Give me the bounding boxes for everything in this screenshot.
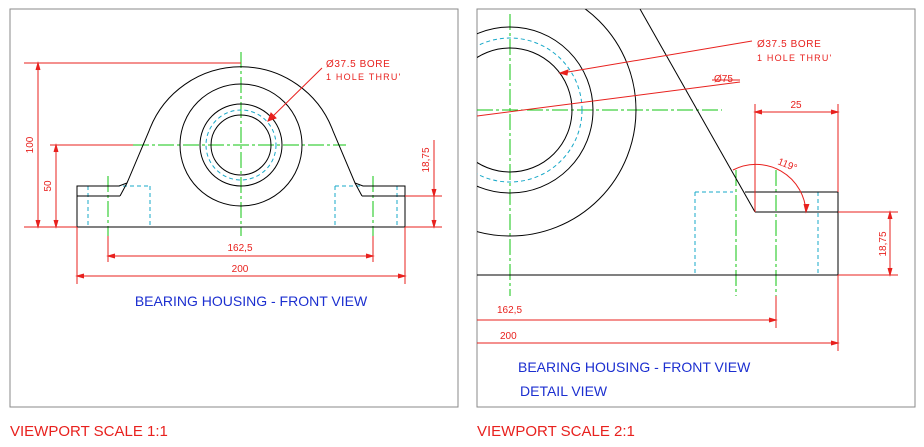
viewport-left[interactable]: Ø37.5 BORE 1 HOLE THRU' 100 50 18,75 162… <box>9 8 459 408</box>
right-dim-slot-width: 25 <box>790 100 802 111</box>
right-dimensions <box>477 40 898 351</box>
left-hidden-lines <box>87 109 398 227</box>
viewport-right[interactable]: Ø37.5 BORE 1 HOLE THRU' Ø75 25 119° 18,7… <box>384 0 916 408</box>
left-dim-base-thickness: 18,75 <box>421 147 432 172</box>
left-bore-note-line2: 1 HOLE THRU' <box>326 72 401 82</box>
right-dimension-text: Ø37.5 BORE 1 HOLE THRU' Ø75 25 119° 18,7… <box>497 39 889 342</box>
left-dim-center-height: 50 <box>43 180 54 192</box>
right-view-title: BEARING HOUSING - FRONT VIEW DETAIL VIEW <box>518 359 751 399</box>
left-dim-overall-width: 200 <box>232 264 249 275</box>
left-dim-overall-height: 100 <box>25 136 36 153</box>
left-view-title: BEARING HOUSING - FRONT VIEW <box>135 293 368 309</box>
right-part-outline <box>477 9 839 276</box>
right-dim-hole-spacing: 162,5 <box>497 305 522 316</box>
right-bore-note-line1: Ø37.5 BORE <box>757 39 821 50</box>
right-dim-outer-diameter: Ø75 <box>714 74 733 85</box>
right-hidden-lines <box>477 37 819 275</box>
right-view-title-line1: BEARING HOUSING - FRONT VIEW <box>518 359 751 375</box>
right-center-lines <box>477 14 777 296</box>
right-dim-base-thickness: 18,75 <box>878 231 889 256</box>
right-bore-note-line2: 1 HOLE THRU' <box>757 53 832 63</box>
left-part-outline <box>76 66 406 228</box>
left-dimensions <box>24 61 442 284</box>
right-view-title-line2: DETAIL VIEW <box>520 383 608 399</box>
right-viewport-scale-caption: VIEWPORT SCALE 2:1 <box>477 423 635 440</box>
left-dim-hole-spacing: 162,5 <box>227 243 252 254</box>
right-dim-overall-width: 200 <box>500 331 517 342</box>
left-dimension-text: Ø37.5 BORE 1 HOLE THRU' 100 50 18,75 162… <box>25 59 432 275</box>
viewport-right-frame[interactable] <box>476 8 916 408</box>
right-dim-angle: 119° <box>776 157 799 175</box>
left-viewport-scale-caption: VIEWPORT SCALE 1:1 <box>10 423 168 440</box>
left-bore-note-line1: Ø37.5 BORE <box>326 59 390 70</box>
viewport-left-frame[interactable] <box>9 8 459 408</box>
